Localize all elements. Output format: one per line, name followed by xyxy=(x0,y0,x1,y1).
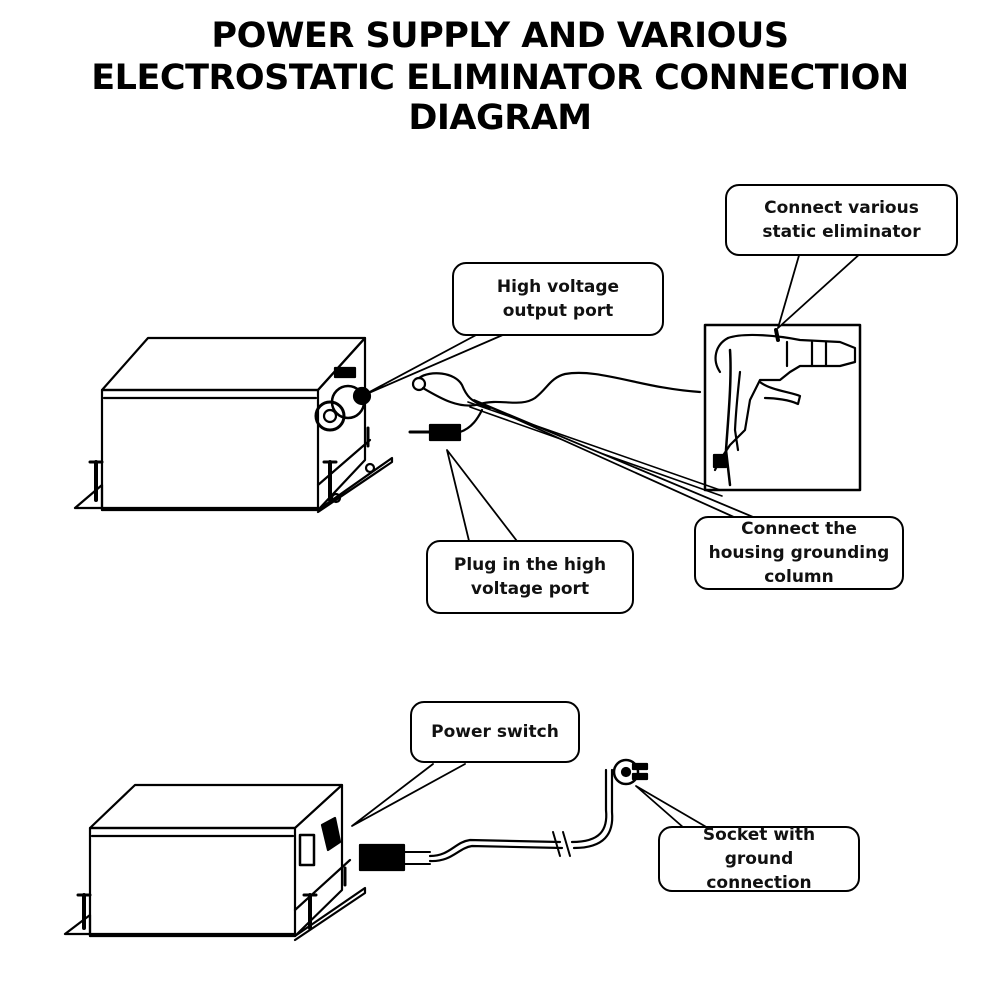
callout-pointer-plug xyxy=(446,449,521,546)
high-voltage-output-port xyxy=(314,384,372,432)
callout-pointer-high-voltage xyxy=(361,333,506,397)
callout-pointer-power-switch xyxy=(351,763,466,827)
callout-plug-high-voltage-port: Plug in the high voltage port xyxy=(426,540,634,614)
callout-connect-static-eliminator: Connect various static eliminator xyxy=(725,184,958,256)
power-supply-unit-top xyxy=(73,336,394,514)
static-eliminator-gun xyxy=(703,323,862,492)
diagram-title-line2: ELECTROSTATIC ELIMINATOR CONNECTION DIAG… xyxy=(91,58,909,138)
callout-pointer-socket xyxy=(635,785,709,829)
callout-power-switch: Power switch xyxy=(410,701,580,763)
diagram-title-line1: POWER SUPPLY AND VARIOUS xyxy=(211,16,789,56)
ground-socket xyxy=(612,758,649,786)
callout-housing-grounding-column: Connect the housing grounding column xyxy=(694,516,904,590)
power-supply-unit-bottom xyxy=(63,783,367,942)
callout-pointer-grounding xyxy=(473,399,766,523)
power-cord xyxy=(358,768,614,872)
callout-pointer-static-eliminator xyxy=(777,251,863,329)
callout-high-voltage-output-port: High voltage output port xyxy=(452,262,664,336)
callout-socket-ground-connection: Socket with ground connection xyxy=(658,825,860,893)
power-switch xyxy=(298,816,342,867)
high-voltage-plug xyxy=(408,408,484,442)
